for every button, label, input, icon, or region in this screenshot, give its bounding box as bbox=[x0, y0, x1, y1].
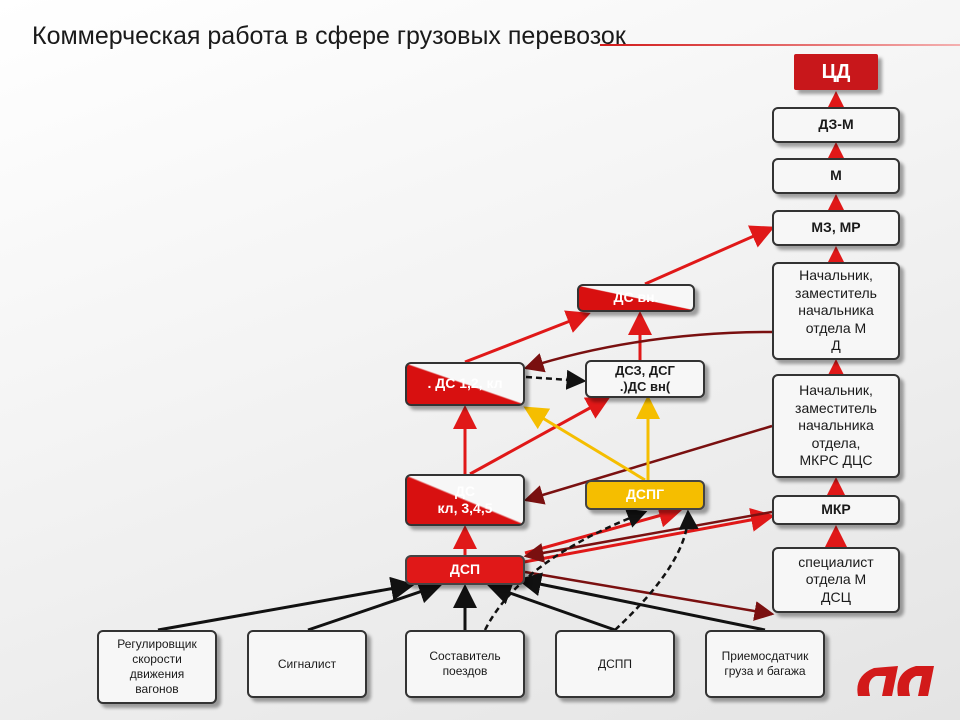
priemosdatchik-box: Приемосдатчик груза и багажа bbox=[705, 630, 825, 698]
ds-345-box: ДС кл, 3,4,5 bbox=[405, 474, 525, 526]
mz-mr-box: МЗ, МР bbox=[772, 210, 900, 246]
dspg-box: ДСПГ bbox=[585, 480, 705, 510]
mkr-box: МКР bbox=[772, 495, 900, 525]
page-title: Коммерческая работа в сфере грузовых пер… bbox=[32, 22, 626, 50]
specialist-box: специалист отдела М ДСЦ bbox=[772, 547, 900, 613]
dspp-box: ДСПП bbox=[555, 630, 675, 698]
dsz-dsg-box: ДСЗ, ДСГ .)ДС вн( bbox=[585, 360, 705, 398]
signalist-box: Сигналист bbox=[247, 630, 367, 698]
sostavitel-box: Составитель поездов bbox=[405, 630, 525, 698]
ds-vn-box: ДС вн. bbox=[577, 284, 695, 312]
head-md-box: Начальник, заместитель начальника отдела… bbox=[772, 262, 900, 360]
dashed-arrows bbox=[483, 369, 699, 631]
bottom-arrows bbox=[157, 572, 766, 632]
middle-arrows bbox=[453, 225, 775, 564]
rzd-logo-icon bbox=[852, 658, 936, 710]
dsp-box: ДСП bbox=[405, 555, 525, 585]
head-mkrs-box: Начальник, заместитель начальника отдела… bbox=[772, 374, 900, 478]
ds-12-box: . ДС 1,2, кл bbox=[405, 362, 525, 406]
regulator-box: Регулировщик скорости движения вагонов bbox=[97, 630, 217, 704]
yellow-arrows bbox=[523, 395, 660, 482]
cd-box: ЦД bbox=[794, 54, 878, 90]
m-box: М bbox=[772, 158, 900, 194]
dz-m-box: ДЗ-М bbox=[772, 107, 900, 143]
title-underline bbox=[600, 44, 960, 46]
